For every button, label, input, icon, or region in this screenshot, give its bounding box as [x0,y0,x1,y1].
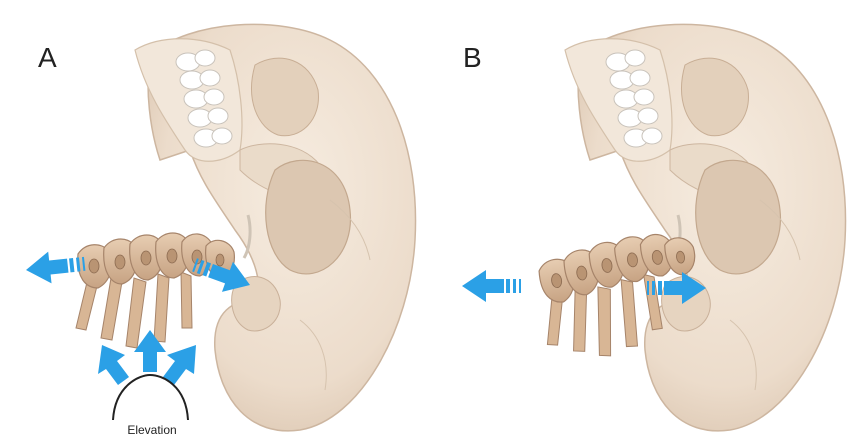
panel-b [462,24,846,430]
panel-a [24,24,415,430]
panel-label-b: B [463,44,482,72]
elevation-dome [113,375,188,420]
panel-label-a: A [38,44,57,72]
skull-illustration-b [565,24,846,430]
cervical-spine-a [76,233,234,348]
arrow-left-b [462,270,521,302]
elevation-label: Elevation [112,423,192,437]
arrow-left-a [24,248,86,286]
